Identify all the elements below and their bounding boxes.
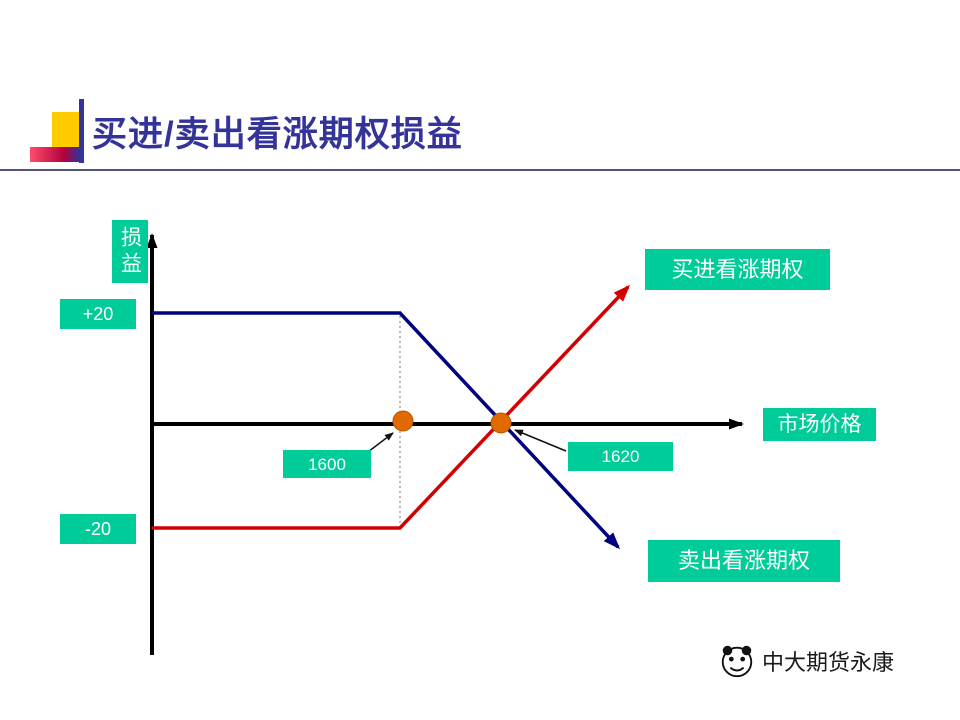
sell-call-series-label: 卖出看涨期权 <box>648 540 840 582</box>
title-accent-navy-bar <box>79 99 84 163</box>
breakeven-dot <box>490 412 512 434</box>
breakeven-price-label: 1620 <box>568 442 673 471</box>
buy-call-line <box>152 284 631 530</box>
strike-pointer-arrow <box>367 432 394 453</box>
footer-brand: 中大期货永康 <box>718 642 894 680</box>
y-axis-label: 损益 <box>118 225 142 278</box>
profit-level-label: +20 <box>60 299 136 329</box>
sell-call-line <box>152 311 621 550</box>
breakeven-pointer-arrow <box>514 429 567 452</box>
title-divider-line <box>0 169 960 171</box>
strike-dot <box>392 410 414 432</box>
slide-title: 买进/卖出看涨期权损益 <box>92 115 463 154</box>
brand-text: 中大期货永康 <box>762 650 895 675</box>
strike-price-label: 1600 <box>283 450 371 478</box>
buy-call-series-label: 买进看涨期权 <box>645 249 830 290</box>
x-axis-label: 市场价格 <box>763 408 876 441</box>
brand-logo-icon <box>721 645 753 678</box>
y-axis-label-box: 损益 <box>112 220 148 283</box>
title-accent-yellow-square <box>52 112 82 152</box>
title-accent-red-bar <box>30 147 79 162</box>
loss-level-label: -20 <box>60 514 136 544</box>
